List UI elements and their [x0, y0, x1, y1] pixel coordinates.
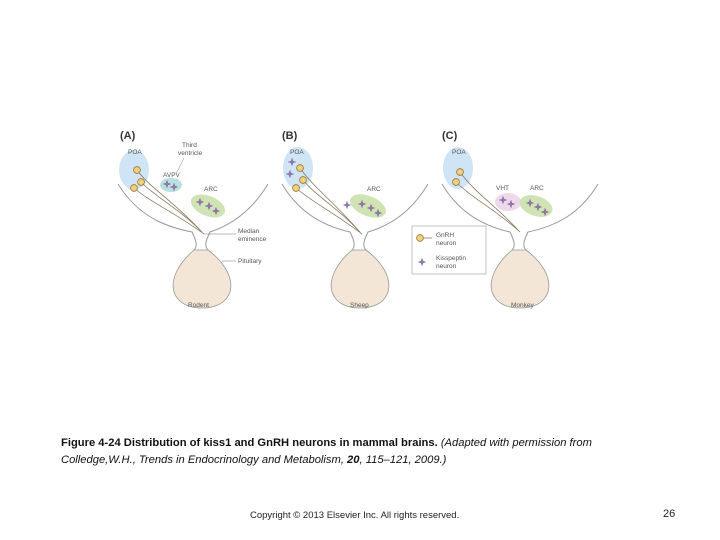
region-label-poa: POA [290, 149, 304, 156]
caption-pages: , 115–121, 2009.) [360, 454, 447, 466]
pituitary-shape [491, 250, 549, 308]
page-number: 26 [663, 508, 675, 520]
copyright-notice: Copyright © 2013 Elsevier Inc. All right… [250, 510, 459, 521]
arc-region [517, 191, 556, 221]
third-ventricle-label: Third ventricle [178, 142, 203, 157]
species-label-sheep: Sheep [350, 302, 369, 309]
legend-gnrh-label: GnRH neuron [436, 232, 457, 247]
legend-gnrh-symbol [417, 235, 424, 242]
figure-caption: Figure 4-24 Distribution of kiss1 and Gn… [61, 435, 671, 469]
caption-attribution-body: Colledge,W.H., Trends in Endocrinology a… [61, 454, 344, 466]
avpv-region [160, 178, 182, 192]
pituitary-shape [173, 250, 231, 308]
panel-letter: (A) [120, 130, 136, 142]
species-label-monkey: Monkey [511, 302, 535, 309]
vht-region [495, 193, 521, 211]
panel-b: (B) POA ARC Sheep [282, 130, 428, 309]
region-label-arc: ARC [204, 186, 218, 193]
panel-letter: (C) [442, 130, 458, 142]
region-label-vht: VHT [496, 185, 509, 192]
region-label-avpv: AVPV [163, 172, 181, 179]
legend: GnRH neuron Kisspeptin neuron [412, 226, 486, 274]
region-label-poa: POA [128, 149, 142, 156]
caption-attribution-lead: (Adapted with permission from [441, 437, 592, 449]
species-label-rodent: Rodent [188, 302, 209, 309]
pituitary-shape [331, 250, 389, 308]
panel-letter: (B) [282, 130, 298, 142]
region-label-arc: ARC [530, 185, 544, 192]
panel-a: (A) POA AVPV ARC Third ventricle Median … [118, 130, 268, 309]
caption-title: Figure 4-24 Distribution of kiss1 and Gn… [61, 437, 438, 449]
median-eminence-label: Median eminence [238, 228, 267, 243]
pituitary-label: Pituitary [238, 258, 262, 265]
arc-region [347, 190, 390, 223]
region-label-arc: ARC [367, 186, 381, 193]
kisspeptin-gnrh-figure: (A) POA AVPV ARC Third ventricle Median … [110, 122, 610, 317]
caption-volume: 20 [347, 454, 359, 466]
panel-c: (C) POA VHT ARC Monkey [442, 130, 598, 309]
region-label-poa: POA [452, 149, 466, 156]
